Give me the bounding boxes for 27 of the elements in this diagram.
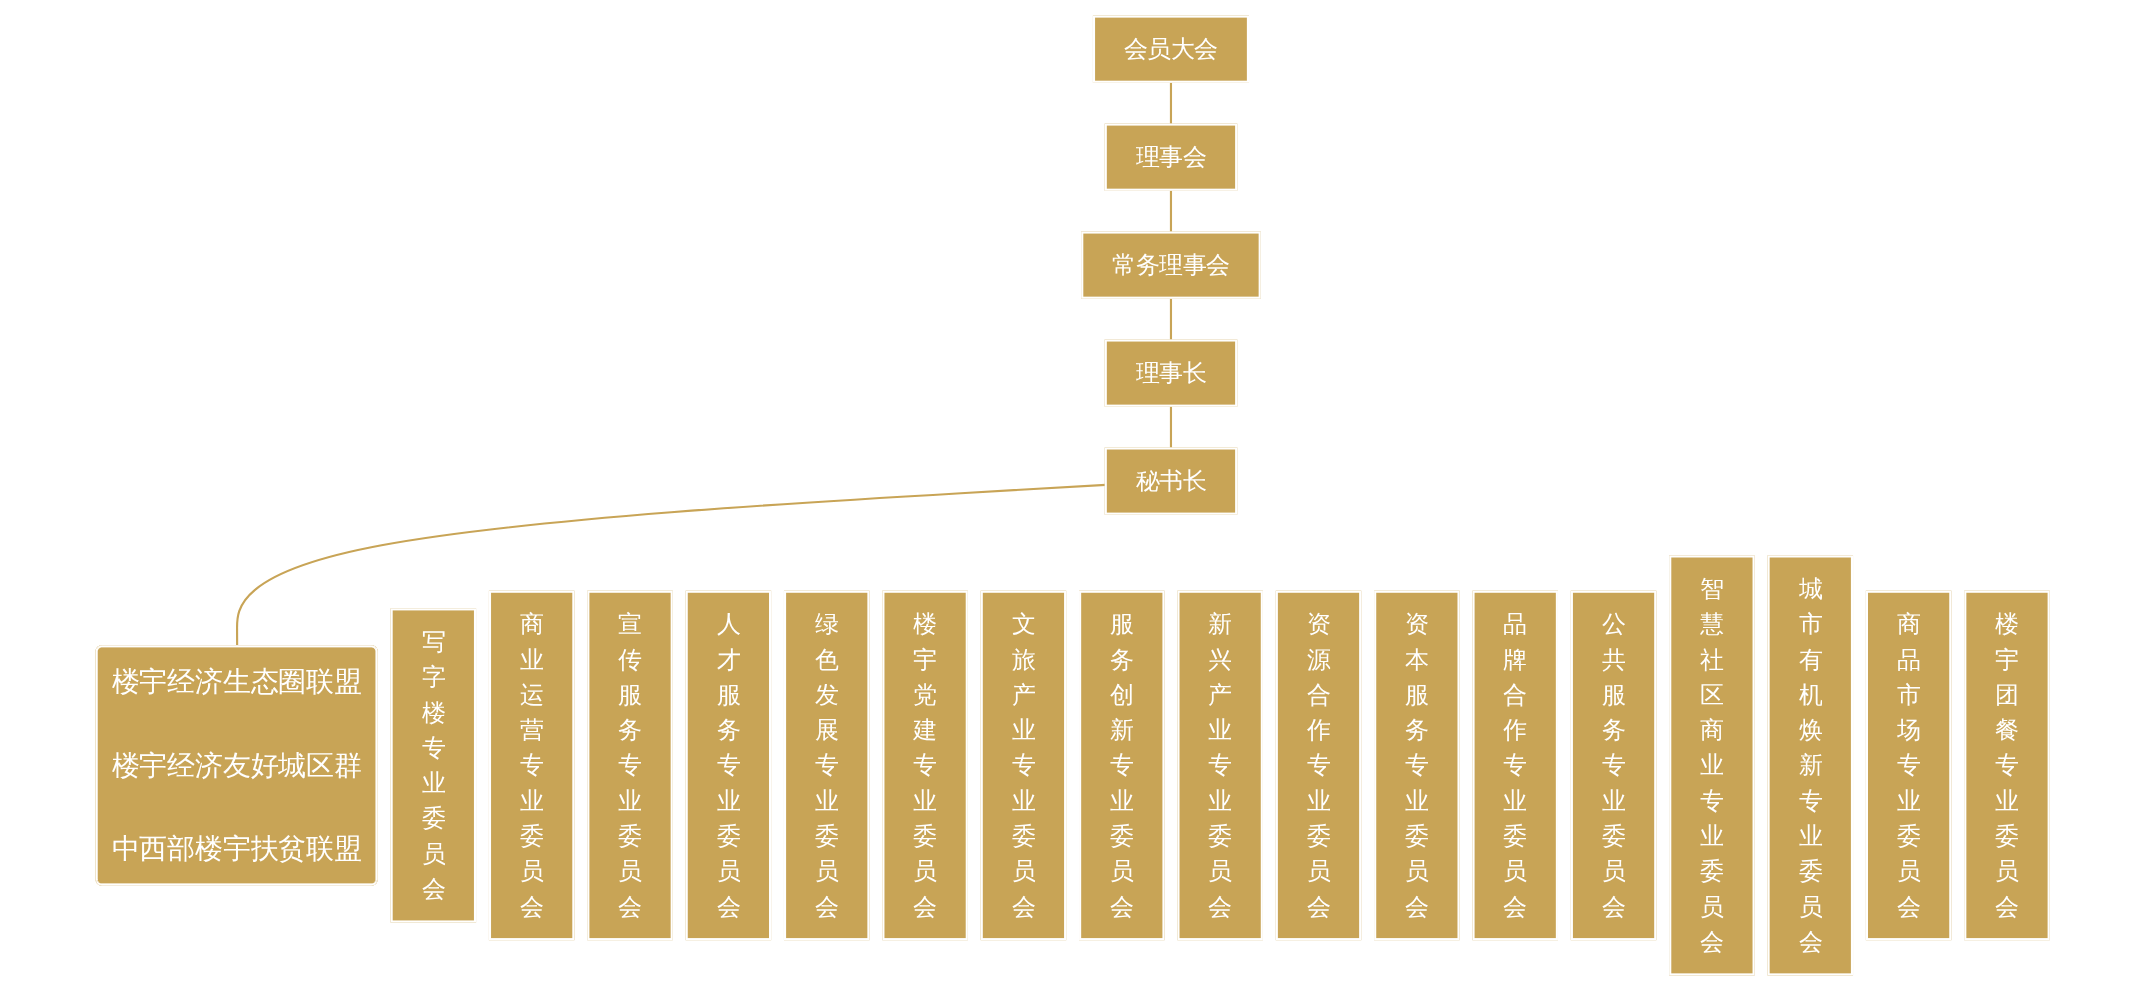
connector bbox=[1169, 297, 1172, 341]
node-box: 智慧社区商业专业委员会 bbox=[1669, 555, 1755, 976]
connector bbox=[1169, 81, 1172, 125]
node-box: 商品市场专业委员会 bbox=[1865, 590, 1952, 941]
node-box: 楼宇党建专业委员会 bbox=[882, 590, 968, 941]
node-box: 楼宇团餐专业委员会 bbox=[1964, 590, 2050, 941]
node-box: 理事长 bbox=[1104, 339, 1238, 407]
node-box: 公共服务专业委员会 bbox=[1570, 590, 1657, 941]
node-box: 品牌合作专业委员会 bbox=[1472, 590, 1558, 941]
node-box: 宣传服务专业委员会 bbox=[587, 590, 673, 941]
node-box: 常务理事会 bbox=[1081, 231, 1261, 299]
node-box: 秘书长 bbox=[1104, 447, 1238, 515]
node-box: 资本服务专业委员会 bbox=[1373, 590, 1460, 941]
connector bbox=[235, 483, 1106, 647]
node-box: 人才服务专业委员会 bbox=[685, 590, 772, 941]
node-box: 会员大会 bbox=[1092, 15, 1249, 83]
node-box: 文旅产业专业委员会 bbox=[980, 590, 1067, 941]
node-box: 新兴产业专业委员会 bbox=[1177, 590, 1263, 941]
node-box: 写字楼专业委员会 bbox=[390, 608, 476, 923]
node-box: 城市有机焕新专业委员会 bbox=[1767, 555, 1853, 976]
node-box: 服务创新专业委员会 bbox=[1078, 590, 1165, 941]
connector bbox=[1169, 189, 1172, 233]
node-box: 资源合作专业委员会 bbox=[1275, 590, 1362, 941]
node-box: 理事会 bbox=[1104, 123, 1238, 191]
connector bbox=[1169, 405, 1172, 449]
node-box: 绿色发展专业委员会 bbox=[783, 590, 870, 941]
node-box: 商业运营专业委员会 bbox=[488, 590, 575, 941]
